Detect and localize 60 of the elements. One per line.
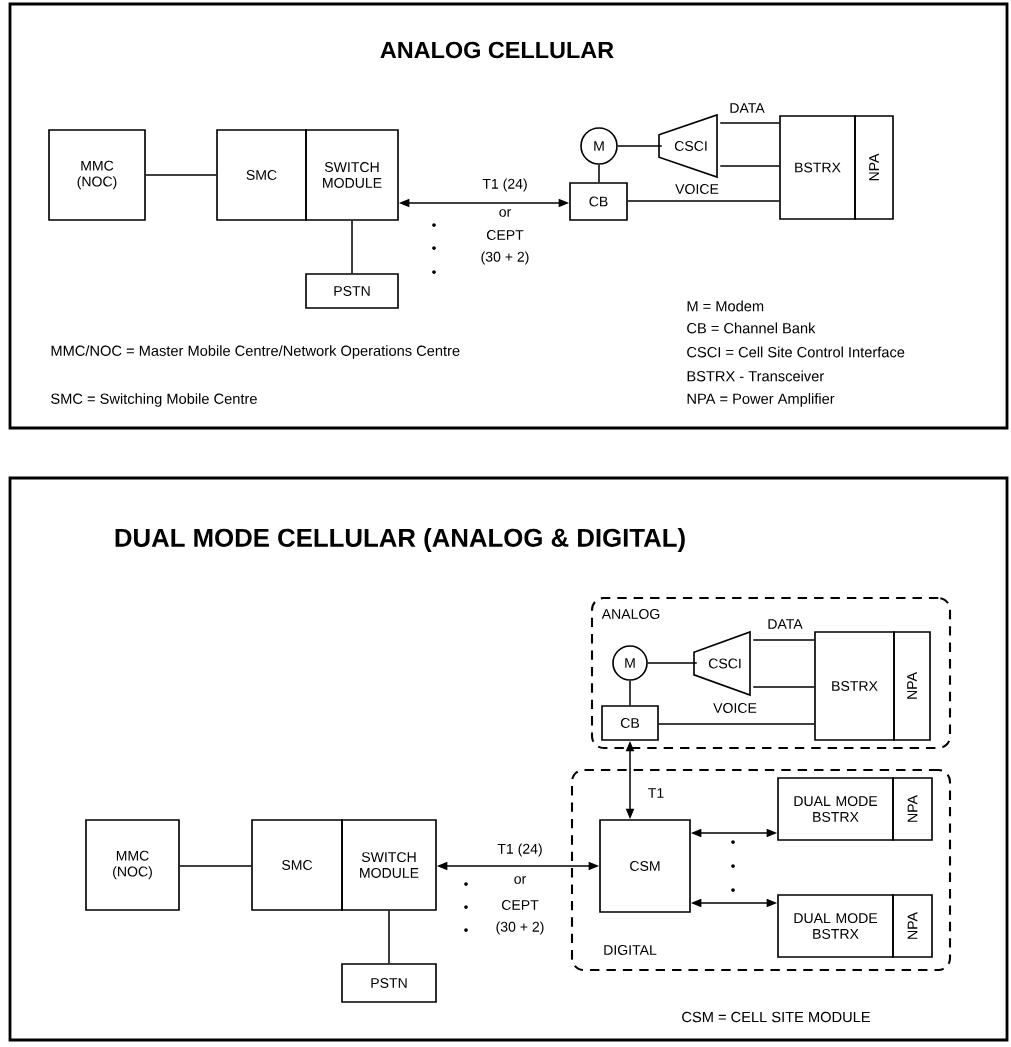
legend-text: CSCI = Cell Site Control Interface: [687, 346, 905, 358]
note-text: (30 + 2): [496, 921, 544, 935]
edge-label: T1 (24): [496, 842, 544, 858]
edge-label: VOICE: [673, 182, 721, 196]
connector-line: [719, 165, 780, 167]
amplifier-box: NPA: [854, 115, 894, 220]
process-box: PSTN: [341, 963, 437, 1003]
connector-line: [627, 200, 780, 202]
legend-text: MMC/NOC = Master Mobile Centre/Network Operations Centre: [51, 345, 460, 359]
edge-label: DATA: [728, 102, 766, 114]
edge-label: T1: [646, 787, 666, 799]
connector-line: [719, 122, 780, 124]
amplifier-box: NPA: [893, 631, 931, 741]
note-text: CEPT: [486, 230, 524, 240]
amplifier-box: NPA: [892, 894, 933, 958]
edge-label: VOICE: [711, 701, 759, 715]
process-box: DUAL MODE BSTRX: [777, 777, 894, 841]
process-box: SMC: [216, 129, 307, 221]
connector-line: [752, 639, 815, 641]
connector-line: [145, 174, 217, 176]
process-box: MMC (NOC): [85, 819, 180, 911]
connector-line: [752, 686, 815, 688]
connector-line: [388, 910, 390, 964]
connector-line: [351, 220, 353, 274]
process-box: BSTRX: [779, 115, 856, 220]
panel-title: DUAL MODE CELLULAR (ANALOG & DIGITAL): [115, 528, 685, 552]
note-text: or: [499, 209, 511, 217]
legend-text: SMC = Switching Mobile Centre: [51, 393, 257, 407]
note-text: (30 + 2): [481, 251, 529, 265]
process-box: SMC: [251, 819, 343, 911]
panel-title: ANALOG CELLULAR: [380, 41, 614, 59]
process-box: PSTN: [305, 273, 399, 309]
connector-line: [629, 680, 631, 706]
process-box: CB: [601, 705, 659, 741]
legend-text: CB = Channel Bank: [687, 322, 816, 334]
group-label: ANALOG: [601, 609, 660, 619]
edge-label: T1 (24): [481, 177, 529, 193]
process-box: CB: [569, 182, 628, 221]
connector-line: [598, 164, 600, 183]
interface-trapezoid: CSCI: [693, 630, 751, 697]
legend-text: M = Modem: [687, 300, 764, 312]
legend-text: BSTRX - Transceiver: [687, 370, 824, 382]
interface-trapezoid: CSCI: [658, 113, 718, 179]
amplifier-box: NPA: [892, 777, 933, 841]
note-text: or: [514, 876, 526, 884]
process-box: SWITCH MODULE: [341, 819, 437, 911]
connector-line: [647, 662, 698, 664]
connector-line: [179, 865, 252, 867]
process-box: MMC (NOC): [48, 129, 146, 221]
process-box: BSTRX: [814, 631, 895, 741]
group-label: DIGITAL: [604, 945, 657, 955]
process-box: CSM: [599, 819, 691, 913]
legend-text: NPA = Power Amplifier: [687, 393, 835, 407]
legend-text: CSM = CELL SITE MODULE: [682, 1011, 870, 1023]
process-box: DUAL MODE BSTRX: [777, 894, 894, 958]
process-box: SWITCH MODULE: [305, 129, 399, 221]
edge-label: DATA: [766, 618, 804, 630]
note-text: CEPT: [502, 900, 539, 910]
connector-line: [617, 145, 663, 147]
connector-line: [658, 723, 815, 725]
